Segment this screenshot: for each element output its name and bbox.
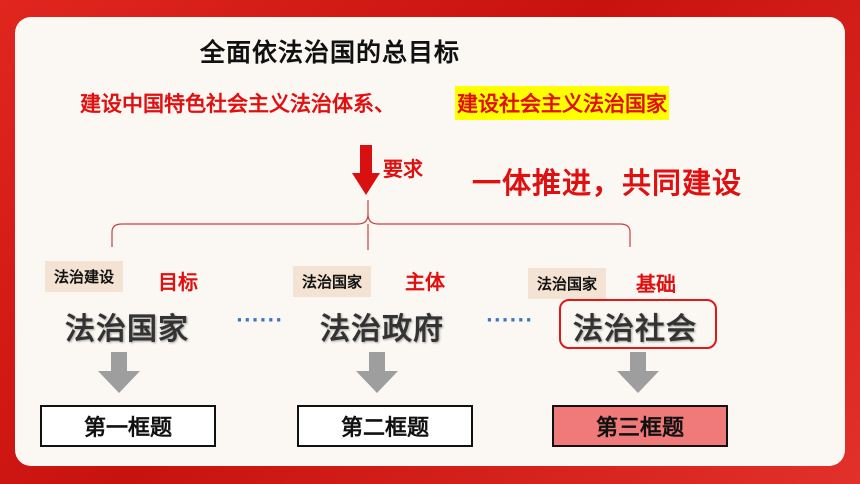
down-arrow-icon	[98, 352, 140, 393]
tag-col2: 法治国家	[293, 266, 372, 297]
down-arrow-icon	[352, 145, 380, 195]
down-arrow-icon	[356, 352, 398, 393]
name-col1: 法治国家	[65, 312, 189, 347]
role-col3: 基础	[636, 272, 676, 296]
subtitle-highlight: 建设社会主义法治国家	[455, 86, 669, 120]
tag-col1: 法治建设	[45, 261, 124, 292]
down-arrow-icon	[617, 352, 659, 393]
role-col2: 主体	[405, 270, 445, 294]
box-col3: 第三框题	[552, 405, 728, 447]
page-title: 全面依法治国的总目标	[200, 38, 461, 67]
connector-dots-1: ······	[236, 310, 284, 331]
subtitle-part1: 建设中国特色社会主义法治体系、	[80, 92, 395, 116]
slogan: 一体推进，共同建设	[472, 166, 743, 200]
requirement-label: 要求	[383, 157, 423, 181]
role-col1: 目标	[158, 270, 198, 294]
box-col2: 第二框题	[297, 405, 473, 447]
highlight-frame	[559, 299, 717, 349]
name-col3: 法治社会	[573, 312, 697, 347]
name-col2: 法治政府	[320, 312, 444, 347]
connector-dots-2: ······	[486, 310, 534, 331]
brace-connector	[111, 200, 631, 250]
tag-col3: 法治国家	[528, 268, 607, 299]
box-col1: 第一框题	[40, 405, 216, 447]
content-panel	[15, 17, 845, 466]
